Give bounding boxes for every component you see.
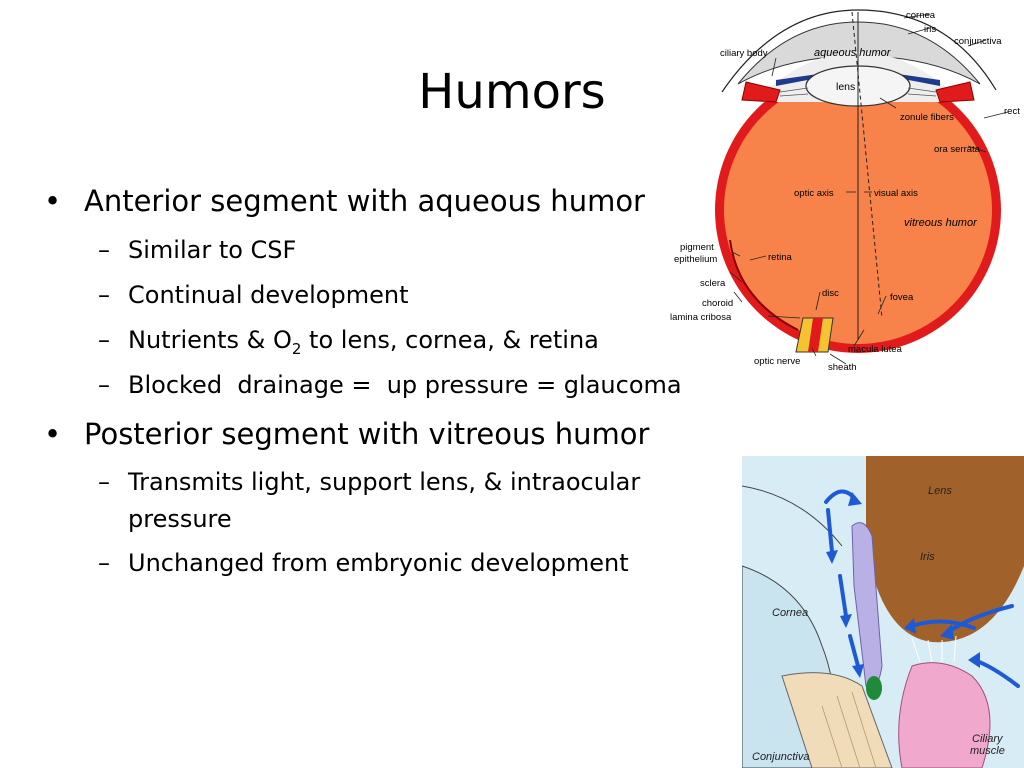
label-sheath: sheath xyxy=(828,362,857,373)
dash-marker: – xyxy=(98,281,110,309)
sub-bullet-text: Unchanged from embryonic development xyxy=(128,549,629,577)
iris-right xyxy=(898,74,940,86)
schlemm-canal xyxy=(866,676,882,700)
label-zonule-fibers: zonule fibers xyxy=(900,112,954,123)
label-iris: Iris xyxy=(920,551,935,563)
trabecular-lines xyxy=(821,691,877,768)
label-optic-axis: optic axis xyxy=(794,188,834,199)
ciliary-body-region xyxy=(898,662,991,768)
trabecular-region xyxy=(781,672,893,768)
ciliary-body-right xyxy=(935,81,975,103)
label-ora-serrata: ora serrata xyxy=(934,144,981,155)
iris-left xyxy=(776,74,818,86)
eye-cross-section-diagram: cornea iris conjunctiva ciliary body aqu… xyxy=(670,9,1020,373)
flow-arrowheads xyxy=(826,492,980,678)
label-sclera: sclera xyxy=(700,278,726,289)
angle-aqueous-flow-diagram: Lens Iris Cornea Ciliary muscle Conjunct… xyxy=(742,456,1024,768)
lens-region xyxy=(866,456,1024,643)
bullet-text: Posterior segment with vitreous humor xyxy=(84,417,650,451)
label-vitreous-humor: vitreous humor xyxy=(904,217,978,229)
label-cornea: cornea xyxy=(906,10,936,21)
optic-nerve-core xyxy=(808,318,823,352)
retina-line xyxy=(729,239,799,331)
label-ciliary-body: ciliary body xyxy=(720,48,768,59)
label-choroid: choroid xyxy=(702,298,733,309)
label-muscle: muscle xyxy=(970,745,1005,757)
leader-lines xyxy=(729,13,1009,365)
dash-marker: – xyxy=(98,371,110,399)
label-disc: disc xyxy=(822,288,839,299)
label-fovea: fovea xyxy=(890,292,914,303)
label-macula-lutea: macula lutea xyxy=(848,344,903,355)
label-optic-nerve: optic nerve xyxy=(754,356,800,367)
label-aqueous-humor: aqueous humor xyxy=(814,47,892,59)
conjunctiva-line xyxy=(721,9,997,93)
ciliary-body-left xyxy=(741,81,781,103)
label-cornea: Cornea xyxy=(772,607,808,619)
oxygen-subscript: 2 xyxy=(291,339,302,358)
bullet-marker: • xyxy=(44,417,62,451)
sub-bullet-text: Nutrients & O2 to lens, cornea, & retina xyxy=(128,326,599,358)
bullet-text: Anterior segment with aqueous humor xyxy=(84,184,645,218)
label-conjunctiva: Conjunctiva xyxy=(752,751,809,763)
bullet-marker: • xyxy=(44,184,62,218)
label-lens: Lens xyxy=(928,485,952,497)
nutrients-pre: Nutrients & O xyxy=(128,326,292,354)
nutrients-post: to lens, cornea, & retina xyxy=(301,326,599,354)
sub-bullet-text: Transmits light, support lens, & intraoc… xyxy=(128,468,641,496)
sub-bullet-text: Similar to CSF xyxy=(128,236,297,264)
label-iris: iris xyxy=(924,24,936,35)
label-epithelium: epithelium xyxy=(674,254,717,265)
dash-marker: – xyxy=(98,326,110,354)
label-visual-axis: visual axis xyxy=(874,188,918,199)
label-lens: lens xyxy=(836,81,855,93)
label-pigment: pigment xyxy=(680,242,714,253)
zonule-fibers xyxy=(779,87,937,97)
label-conjunctiva: conjunctiva xyxy=(954,36,1002,47)
sub-bullet-text: Blocked drainage = up pressure = glaucom… xyxy=(128,371,682,399)
sub-bullet-text: pressure xyxy=(128,505,232,533)
dash-marker: – xyxy=(98,236,110,264)
label-retina: retina xyxy=(768,252,792,263)
zonule-lines xyxy=(911,635,957,663)
visual-axis-line xyxy=(851,11,883,319)
slide-title: Humors xyxy=(418,64,606,120)
dash-marker: – xyxy=(98,549,110,577)
label-lamina-cribosa: lamina cribosa xyxy=(670,312,732,323)
label-ciliary: Ciliary xyxy=(972,733,1004,745)
label-rect: rect xyxy=(1004,106,1020,117)
dash-marker: – xyxy=(98,468,110,496)
sub-bullet-text: Continual development xyxy=(128,281,409,309)
corneal-boundary-line xyxy=(742,485,843,547)
